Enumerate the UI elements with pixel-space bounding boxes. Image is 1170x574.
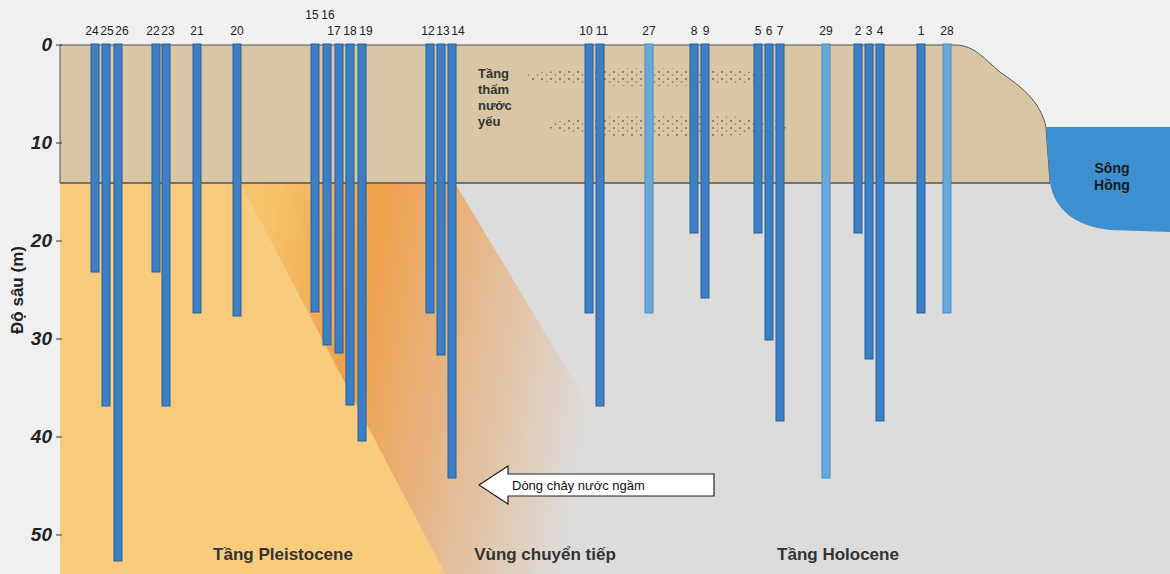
well: [233, 44, 241, 316]
well: [448, 44, 456, 478]
well: [311, 44, 319, 312]
layer-label: Tầng Pleistocene: [213, 545, 353, 565]
well-number: 5: [755, 24, 762, 38]
well-number: 4: [877, 24, 884, 38]
well-number: 11: [596, 24, 608, 38]
well: [776, 44, 784, 421]
layer-label: Tầng Holocene: [777, 545, 899, 565]
well-number: 28: [940, 24, 953, 38]
well-number: 6: [766, 24, 773, 38]
well: [917, 44, 925, 313]
well-number: 9: [703, 24, 710, 38]
tick-label: 10: [31, 132, 52, 154]
flow-label: Dòng chảy nước ngầm: [512, 478, 645, 493]
tick-label: 40: [31, 426, 52, 448]
well-number: 18: [343, 24, 356, 38]
well: [865, 44, 873, 359]
tick-label: 50: [31, 524, 52, 546]
well: [690, 44, 698, 233]
well: [754, 44, 762, 233]
well-number: 2: [855, 24, 862, 38]
well: [596, 44, 604, 406]
well-number: 3: [866, 24, 873, 38]
well-number: 13: [436, 24, 449, 38]
well: [323, 44, 331, 345]
well-number: 27: [642, 24, 655, 38]
tick-label: 0: [41, 34, 52, 56]
well: [193, 44, 201, 313]
well: [822, 44, 830, 478]
well: [765, 44, 773, 340]
topsoil-layer: [60, 45, 1050, 183]
well: [585, 44, 593, 313]
well: [426, 44, 434, 313]
well-number: 8: [691, 24, 698, 38]
flow-arrow: Dòng chảy nước ngầm: [478, 465, 715, 505]
well-number: 10: [579, 24, 592, 38]
well-number: 24: [85, 24, 98, 38]
well: [152, 44, 160, 272]
tick-label: 20: [31, 230, 52, 252]
arrow-shape: [479, 466, 714, 504]
holocene-layer: [60, 183, 1170, 574]
well-number: 23: [161, 24, 174, 38]
well-number: 12: [421, 24, 434, 38]
well: [162, 44, 170, 406]
axis-title: Độ sâu (m): [8, 246, 28, 334]
well-number: 26: [115, 24, 128, 38]
well-number: 15: [305, 8, 318, 22]
well: [876, 44, 884, 421]
well-number: 29: [819, 24, 832, 38]
well-number: 19: [359, 24, 372, 38]
well: [346, 44, 354, 405]
well-number: 14: [451, 24, 464, 38]
tick-label: 30: [31, 328, 52, 350]
well: [701, 44, 709, 298]
well-number: 20: [230, 24, 243, 38]
well: [91, 44, 99, 272]
layer-note: Tầng thấm nước yếu: [478, 66, 512, 130]
well: [437, 44, 445, 355]
well-number: 7: [777, 24, 784, 38]
sand-lens: [548, 115, 788, 137]
well: [114, 44, 122, 561]
well-number: 25: [100, 24, 113, 38]
axis-ticks: [56, 45, 62, 535]
well: [943, 44, 951, 313]
well-number: 16: [321, 8, 334, 22]
well: [854, 44, 862, 233]
well: [358, 44, 366, 441]
well: [335, 44, 343, 353]
well-number: 22: [146, 24, 159, 38]
layer-label: Vùng chuyển tiếp: [474, 545, 616, 565]
well-number: 1: [918, 24, 925, 38]
well-number: 21: [190, 24, 203, 38]
layer-boundary: [60, 183, 1050, 184]
well-number: 17: [327, 24, 340, 38]
river: [1046, 127, 1170, 232]
well: [102, 44, 110, 406]
well: [645, 44, 653, 313]
river-label: Sông Hồng: [1094, 160, 1130, 194]
